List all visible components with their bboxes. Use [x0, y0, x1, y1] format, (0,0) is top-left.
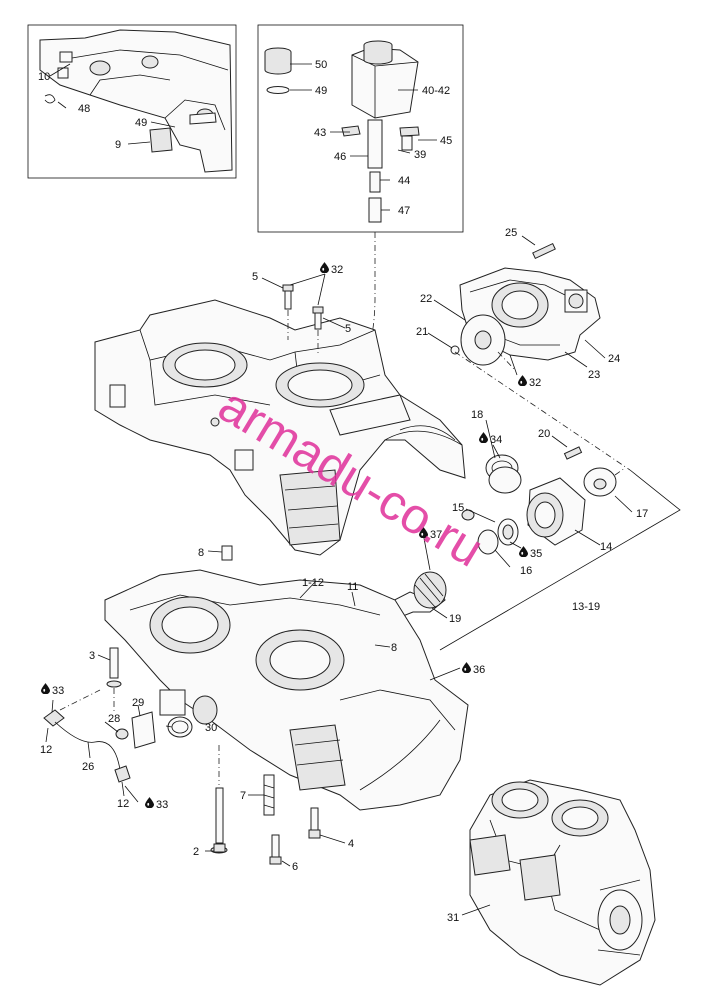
oil-drop-icon	[479, 432, 488, 443]
callout-c20: 32	[529, 377, 541, 389]
callout-c51: 6	[292, 861, 298, 873]
lower-crankcase	[104, 569, 469, 811]
callout-c10: 46	[334, 151, 346, 163]
oil-drop-icon	[320, 262, 329, 273]
callout-c48: 7	[240, 790, 246, 802]
bolt-4	[308, 807, 321, 839]
oil-drop-icon	[518, 375, 527, 386]
callout-c43: 30	[205, 722, 217, 734]
callout-c2: 48	[78, 103, 90, 115]
callout-c30: 14	[600, 541, 612, 553]
callout-c42: 28	[108, 713, 120, 725]
oil-drop-icon	[462, 662, 471, 673]
callout-c3: 49	[135, 117, 147, 129]
callout-c33: 1-12	[302, 577, 324, 589]
dowel-8a	[221, 545, 233, 561]
callout-c7: 40-42	[422, 85, 450, 97]
bolt-6	[269, 834, 282, 865]
callout-c49: 2	[193, 846, 199, 858]
callout-c35: 19	[449, 613, 461, 625]
callout-c31: 16	[520, 565, 532, 577]
callout-c52: 31	[447, 912, 459, 924]
callout-c25: 20	[538, 428, 550, 440]
callout-c44: 12	[40, 744, 52, 756]
callout-c9: 45	[440, 135, 452, 147]
callout-c34: 11	[347, 581, 358, 593]
bolt-3	[106, 647, 122, 712]
callout-c16: 32	[331, 264, 343, 276]
callout-c28: 35	[530, 548, 542, 560]
callout-c6: 49	[315, 85, 327, 97]
callout-c13: 47	[398, 205, 410, 217]
callout-c24: 34	[490, 434, 502, 446]
callout-c32: 8	[198, 547, 204, 559]
callout-c21: 24	[608, 353, 620, 365]
callout-c18: 22	[420, 293, 432, 305]
callout-c37: 3	[89, 650, 95, 662]
stud-7	[263, 774, 275, 816]
detail-inset-1	[27, 24, 237, 179]
callout-c14: 25	[505, 227, 517, 239]
callout-c36: 13-19	[572, 601, 600, 613]
callout-c38: 8	[391, 642, 397, 654]
callout-c29: 37	[430, 529, 442, 541]
callout-c5: 50	[315, 59, 327, 71]
callout-c19: 21	[416, 326, 428, 338]
sensor-harness	[43, 689, 193, 783]
water-pump-cover	[450, 242, 601, 366]
leader-lines	[45, 63, 633, 916]
callout-c45: 26	[82, 761, 94, 773]
callout-c46: 12	[117, 798, 129, 810]
detail-inset-2	[257, 24, 464, 233]
callout-c23: 18	[471, 409, 483, 421]
oil-drop-icon	[41, 683, 50, 694]
bolt-2	[210, 745, 228, 854]
callout-c27: 17	[636, 508, 648, 520]
callout-c4: 9	[115, 139, 121, 151]
callout-c41: 29	[132, 697, 144, 709]
callout-c8: 43	[314, 127, 326, 139]
callout-c15: 5	[252, 271, 258, 283]
upper-crankcase	[94, 299, 466, 556]
callout-labels: 10 48 49 9 50 49 40-42 43 45 46 39 44 47…	[38, 59, 648, 924]
callout-c39: 36	[473, 664, 485, 676]
bolt-5b	[312, 306, 324, 355]
callout-c17: 5	[345, 323, 351, 335]
callout-c22: 23	[588, 369, 600, 381]
complete-engine	[469, 779, 656, 986]
callout-c50: 4	[348, 838, 354, 850]
callout-c47: 33	[156, 799, 168, 811]
callout-c1: 10	[38, 71, 50, 83]
callout-c12: 44	[398, 175, 410, 187]
callout-c40: 33	[52, 685, 64, 697]
drive-group	[344, 446, 617, 631]
oil-drop-icon	[145, 797, 154, 808]
callout-c26: 15	[452, 502, 464, 514]
callout-c11: 39	[414, 149, 426, 161]
